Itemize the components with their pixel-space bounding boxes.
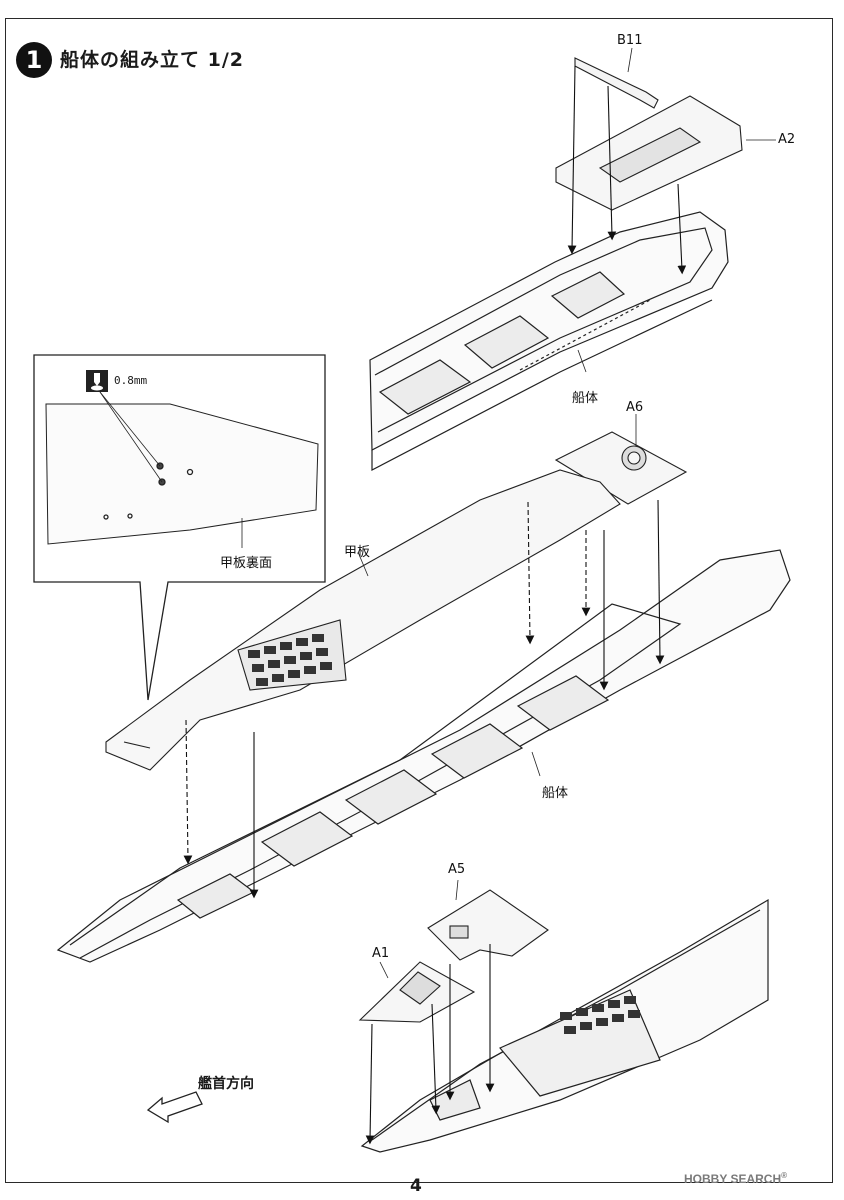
watermark-text: HOBBY SEARCH [684, 1172, 782, 1186]
deck-vent-grid [248, 634, 332, 686]
page-number: 4 [410, 1176, 422, 1196]
assembly-arrows-bottom [365, 944, 495, 1145]
part-a1 [358, 961, 476, 1023]
label-leader-lines [357, 47, 776, 979]
label-hull-upper: 船体 [572, 391, 599, 406]
assembly-arrows-top [567, 65, 687, 275]
bow-direction-arrow-icon [146, 1091, 203, 1124]
lower-vent-grid [560, 996, 640, 1034]
part-a2 [555, 95, 743, 211]
part-b11 [574, 57, 659, 109]
watermark: HOBBY SEARCH® [684, 1171, 787, 1186]
page-frame [5, 18, 833, 1183]
bow-direction-label: 艦首方向 [198, 1076, 254, 1092]
drill-bit-icon [86, 370, 108, 392]
middle-hull-section [56, 549, 791, 963]
label-deck-underside: 甲板裏面 [220, 556, 273, 571]
label-part-a6: A6 [626, 400, 644, 415]
label-part-a1: A1 [372, 946, 390, 961]
watermark-registered-mark: ® [781, 1171, 788, 1180]
step-title: 船体の組み立て 1/2 [60, 49, 244, 71]
label-deck: 甲板 [344, 545, 371, 560]
upper-hull-section [369, 211, 729, 471]
step-number-badge: 1 [16, 42, 52, 78]
label-part-b11: B11 [617, 33, 643, 48]
deck-underside-callout [33, 354, 326, 701]
drill-size-note: 0.8mm [114, 374, 148, 387]
label-part-a5: A5 [448, 862, 466, 877]
assembly-arrows-middle [183, 499, 665, 899]
part-a5 [427, 889, 549, 961]
label-hull-middle: 船体 [542, 786, 569, 801]
label-part-a2: A2 [778, 132, 796, 147]
